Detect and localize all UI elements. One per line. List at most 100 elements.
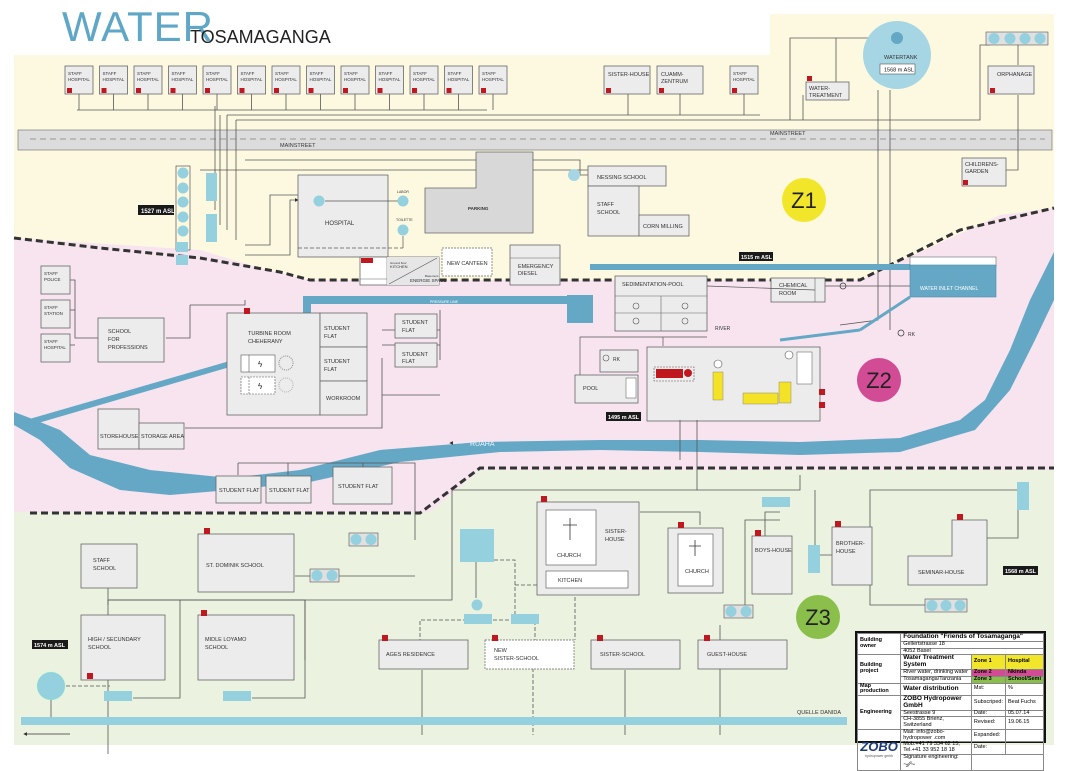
svg-text:SCHOOL: SCHOOL bbox=[93, 566, 116, 572]
building-orphanage[interactable]: ORPHANAGE bbox=[987, 65, 1035, 95]
storage-column bbox=[175, 165, 217, 265]
meter-icon bbox=[204, 528, 210, 534]
meter-icon bbox=[481, 88, 486, 93]
building-student-flat-g[interactable]: STUDENT FLAT bbox=[332, 466, 393, 505]
building-emergency-diesel[interactable]: EMERGENCY DIESEL bbox=[509, 244, 561, 286]
meter-icon bbox=[835, 521, 841, 527]
svg-text:SCHOOL: SCHOOL bbox=[108, 329, 131, 335]
turbine-icon bbox=[278, 377, 294, 393]
building-hospital[interactable]: HOSPITAL bbox=[297, 174, 403, 258]
page-title: WATER bbox=[62, 3, 214, 50]
building-student-flat-a[interactable]: STUDENT FLAT bbox=[319, 312, 368, 348]
building-student-flat-f[interactable]: STUDENT FLAT bbox=[265, 475, 312, 504]
building-label: HOSPITAL bbox=[413, 77, 435, 82]
meter-icon bbox=[704, 635, 710, 641]
building-high-secundary-school[interactable]: HIGH / SECUNDARY SCHOOL bbox=[80, 614, 166, 681]
building-corn-milling[interactable]: CORN MILLING bbox=[638, 214, 690, 237]
building-ages-residence[interactable]: AGES RESIDENCE bbox=[378, 635, 469, 670]
building-staff-police[interactable]: STAFF POLICE bbox=[40, 265, 71, 295]
building-church[interactable]: CHURCH bbox=[667, 522, 724, 594]
meter-icon bbox=[205, 88, 210, 93]
building-childrens-garden[interactable]: CHILDRENS- GARDEN bbox=[961, 157, 1007, 187]
building-pool[interactable]: POOL bbox=[574, 374, 639, 404]
building-turbine-room[interactable]: TURBINE ROOM CHEHERANY ϟ ϟ bbox=[226, 308, 321, 416]
building-storage-area[interactable]: STORAGE AREA bbox=[138, 422, 185, 450]
building-seminar-house[interactable]: SEMINAR-HOUSE bbox=[907, 514, 988, 586]
building-midle-loyamo-school[interactable]: MIDLE LOYAMO SCHOOL bbox=[197, 610, 295, 681]
building-label: STAFF bbox=[206, 71, 220, 76]
building-staff-school-z1[interactable]: STAFF SCHOOL bbox=[587, 185, 640, 237]
building-nessing-school[interactable]: NESSING SCHOOL bbox=[568, 165, 667, 187]
building-new-canteen[interactable]: NEW CANTEEN bbox=[441, 247, 493, 277]
building-sedimentation-pool[interactable]: SEDIMENTATION-POOL bbox=[614, 275, 708, 332]
building-treatment-plant[interactable] bbox=[646, 346, 821, 422]
building-guest-house[interactable]: GUEST-HOUSE bbox=[697, 635, 788, 670]
svg-text:HOUSE: HOUSE bbox=[836, 549, 856, 555]
building-staff-school-z3[interactable]: STAFF SCHOOL bbox=[80, 543, 138, 589]
building-student-flat-e[interactable]: STUDENT FLAT bbox=[215, 475, 262, 504]
building-boys-house[interactable]: BOYS-HOUSE bbox=[751, 530, 793, 595]
building-chemical-room[interactable]: CHEMICAL ROOM bbox=[770, 277, 826, 303]
building-label: STAFF bbox=[448, 71, 462, 76]
svg-text:SCHOOL: SCHOOL bbox=[597, 210, 620, 216]
pressure-tank bbox=[567, 295, 593, 323]
svg-text:Ground floor: Ground floor bbox=[390, 261, 407, 265]
building-student-flat-d[interactable]: STUDENT FLAT bbox=[394, 342, 438, 368]
meter-icon bbox=[377, 88, 383, 93]
building-st-dominik-school[interactable]: ST. DOMINIK SCHOOL bbox=[197, 528, 295, 593]
building-sister-school[interactable]: SISTER-SCHOOL bbox=[590, 635, 681, 670]
building-label: HOSPITAL bbox=[206, 77, 228, 82]
svg-text:WATER INLET CHANNEL: WATER INLET CHANNEL bbox=[920, 286, 978, 292]
water-inlet-channel[interactable]: WATER INLET CHANNEL bbox=[909, 256, 997, 298]
meter-icon bbox=[361, 258, 373, 263]
building-water-treatment[interactable]: WATER- TREATMENT bbox=[805, 76, 850, 101]
mainstreet-label-2: MAINSTREET bbox=[770, 131, 806, 137]
building-new-sister-school[interactable]: NEW SISTER-SCHOOL bbox=[484, 635, 575, 670]
node-tank bbox=[808, 545, 820, 573]
svg-text:FLAT: FLAT bbox=[324, 367, 338, 373]
svg-text:ROOM: ROOM bbox=[779, 291, 797, 297]
building-cuamm-zentrum[interactable]: CUAMM- ZENTRUM bbox=[656, 65, 704, 95]
building-parking[interactable]: PARKING bbox=[424, 151, 534, 234]
svg-text:PROFESSIONS: PROFESSIONS bbox=[108, 345, 148, 351]
pressure-line-inlet bbox=[590, 264, 910, 270]
svg-text:HOSPITAL: HOSPITAL bbox=[733, 77, 755, 82]
zone1-zone2-border bbox=[13, 206, 1055, 282]
watertank[interactable]: WATERTANK 1568 m ASL bbox=[863, 21, 931, 89]
generator-icon: ϟ bbox=[258, 382, 263, 391]
building-staff-hospital-z2[interactable]: STAFF HOSPITAL bbox=[40, 333, 71, 363]
svg-text:STUDENT: STUDENT bbox=[324, 326, 351, 332]
building-kitchen-energie[interactable]: Ground floor KITCHEN Basement ENERGIE SP… bbox=[359, 256, 446, 286]
zone2-zone3-border bbox=[30, 466, 1054, 515]
building-student-flat-b[interactable]: STUDENT FLAT bbox=[319, 346, 368, 382]
expanded-label: Expanded: bbox=[970, 728, 1006, 743]
building-storehouse[interactable]: STOREHOUSE bbox=[97, 408, 140, 450]
svg-text:FOR: FOR bbox=[108, 337, 120, 343]
date2-value bbox=[1004, 741, 1045, 755]
building-school-for-professions[interactable]: SCHOOL FOR PROFESSIONS bbox=[97, 317, 165, 363]
building-workroom[interactable]: WORKROOM bbox=[319, 380, 368, 416]
building-sister-house-church[interactable]: CHURCH SISTER- HOUSE KITCHEN bbox=[536, 496, 640, 596]
building-rk[interactable]: RK bbox=[599, 349, 639, 373]
building-student-flat-c[interactable]: STUDENT FLAT bbox=[394, 313, 438, 339]
elevation-1568: 1568 m ASL bbox=[1003, 566, 1038, 575]
building-staff-station[interactable]: STAFF STATION bbox=[40, 299, 71, 329]
building-sister-house[interactable]: SISTER-HOUSE bbox=[603, 65, 651, 95]
subscriped-value: Beat Fuchs bbox=[1004, 695, 1045, 711]
project-location: Tosamaganga/Tanzania bbox=[900, 675, 972, 684]
building-brother-house[interactable]: BROTHER- HOUSE bbox=[831, 521, 873, 586]
building-staff-hospital-right[interactable]: STAFF HOSPITAL bbox=[729, 65, 759, 95]
